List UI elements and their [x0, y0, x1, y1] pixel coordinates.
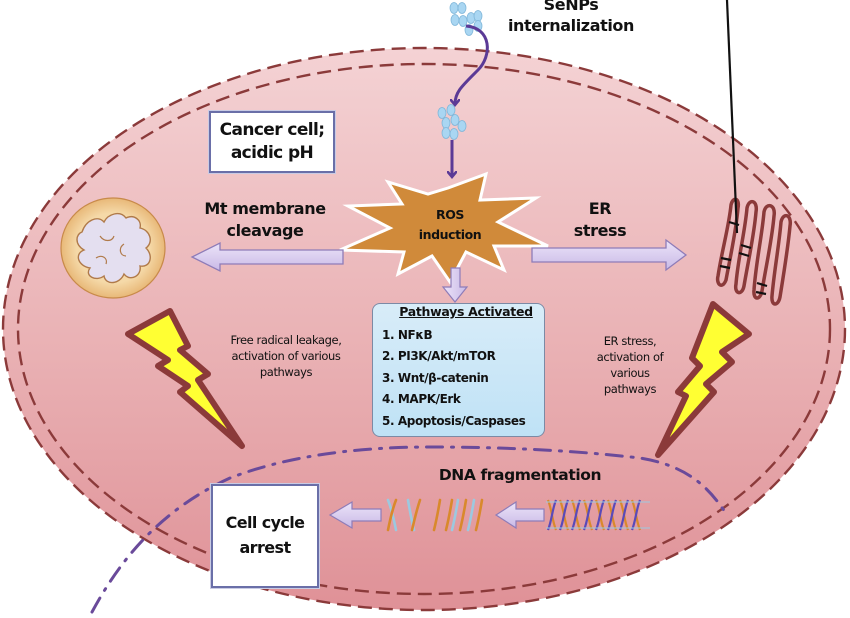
left-note-line-3: pathways — [259, 364, 313, 379]
pathways-activated-scroll: Pathways Activated 1. NFκB 2. PI3K/Akt/m… — [372, 303, 545, 437]
arrow-dna-fragments — [494, 500, 545, 530]
er-stress-label: ER stress — [570, 198, 630, 243]
free-radical-note: Free radical leakage, activation of vari… — [216, 333, 356, 381]
pathway-item: 2. PI3K/Akt/mTOR — [382, 349, 496, 364]
senps-internalization-label: SeNPs internalization — [476, 0, 666, 37]
ros-starburst — [339, 171, 549, 285]
cell-cycle-arrest-box: Cell cycle arrest — [211, 484, 319, 588]
arrest-line-1: Cell cycle — [225, 513, 305, 533]
er-ribosomes — [719, 0, 768, 296]
pathways-title: Pathways Activated — [399, 304, 533, 319]
right-note-line-2: activation of — [596, 349, 664, 364]
ros-line-2: induction — [418, 227, 482, 242]
internalization-path-arrow — [455, 24, 489, 104]
arrest-line-2: arrest — [239, 538, 291, 557]
pathways-scroll-body — [372, 303, 545, 437]
mt-membrane-cleavage-label: Mt membrane cleavage — [190, 198, 340, 243]
title-line-1: SeNPs — [543, 0, 599, 14]
right-note-line-3: various — [610, 365, 650, 380]
er-line-2: stress — [573, 221, 627, 241]
title-line-2: internalization — [507, 15, 635, 35]
left-lightning-bolt-icon — [125, 308, 245, 449]
dna-fragmentation-label: DNA fragmentation — [438, 466, 602, 484]
right-lightning-bolt-icon — [655, 301, 752, 458]
cell-membrane-inner — [16, 62, 832, 596]
pathway-item: 4. MAPK/Erk — [382, 392, 461, 407]
arrow-to-pathways — [441, 267, 469, 303]
endoplasmic-reticulum-icon — [715, 197, 793, 306]
nucleus-boundary — [90, 445, 727, 614]
cell-membrane-outer — [1, 46, 847, 612]
cancer-box-line-1: Cancer cell; — [219, 120, 325, 141]
left-note-line-2: activation of various — [231, 348, 341, 363]
er-line-1: ER — [588, 199, 612, 218]
senps-cluster-inside-icon — [437, 104, 467, 140]
ros-induction-label: ROS induction — [400, 205, 500, 245]
mt-line-2: cleavage — [226, 221, 304, 241]
pathways-list: 1. NFκB 2. PI3K/Akt/mTOR 3. Wnt/β-cateni… — [382, 325, 526, 432]
pathway-item: 5. Apoptosis/Caspases — [382, 413, 526, 428]
pathway-item: 3. Wnt/β-catenin — [382, 370, 489, 385]
dna-fragments-icon — [386, 498, 484, 532]
mitochondrion-icon — [60, 197, 166, 299]
pathway-item: 1. NFκB — [382, 328, 433, 342]
er-stress-note: ER stress, activation of various pathway… — [580, 334, 680, 397]
mt-line-1: Mt membrane — [204, 199, 326, 218]
arrow-to-er — [531, 238, 688, 272]
arrow-to-cell-cycle-arrest — [328, 500, 382, 530]
right-note-line-1: ER stress, — [603, 334, 657, 348]
left-note-line-1: Free radical leakage, — [230, 333, 342, 347]
arrow-to-mitochondria — [190, 241, 344, 273]
cancer-box-line-2: acidic pH — [230, 143, 314, 163]
senps-cluster-outside-icon — [449, 2, 483, 36]
ros-line-1: ROS — [435, 207, 465, 222]
dna-helix-intact-icon — [546, 499, 650, 531]
right-note-line-4: pathways — [603, 381, 657, 396]
cancer-cell-box: Cancer cell; acidic pH — [209, 111, 335, 173]
